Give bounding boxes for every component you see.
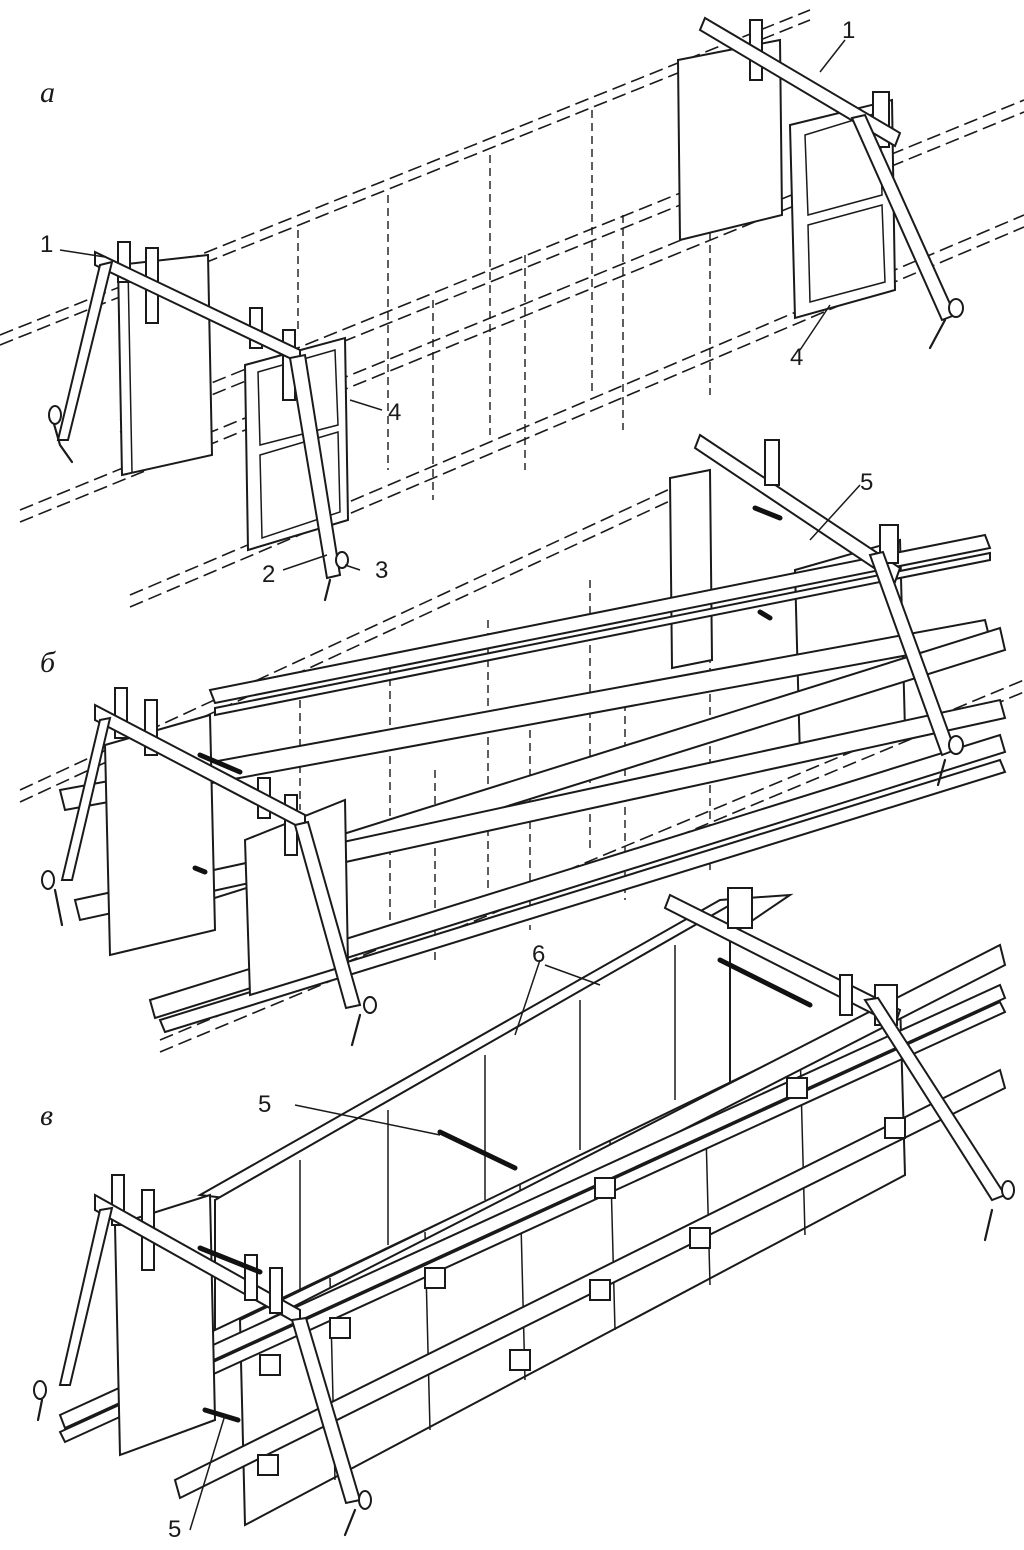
callout-5-v-top: 5 (258, 1091, 271, 1118)
callout-2: 2 (262, 561, 275, 588)
section-v-drawing (33, 887, 1015, 1537)
section-label-a: а (40, 76, 55, 109)
callout-1-right: 1 (842, 17, 855, 44)
section-label-b: б (40, 646, 56, 679)
callout-6: 6 (532, 941, 545, 968)
callout-1-left: 1 (40, 231, 53, 258)
section-a-drawing (0, 9, 1024, 608)
section-label-v: в (40, 1099, 53, 1132)
callout-3: 3 (375, 557, 388, 584)
section-b-drawing (19, 433, 1024, 1053)
callout-4-left: 4 (388, 399, 401, 426)
callout-4-right: 4 (790, 344, 803, 371)
callout-5-b: 5 (860, 469, 873, 496)
callout-5-v-bottom: 5 (168, 1516, 181, 1543)
leader-lines (59, 39, 861, 1531)
